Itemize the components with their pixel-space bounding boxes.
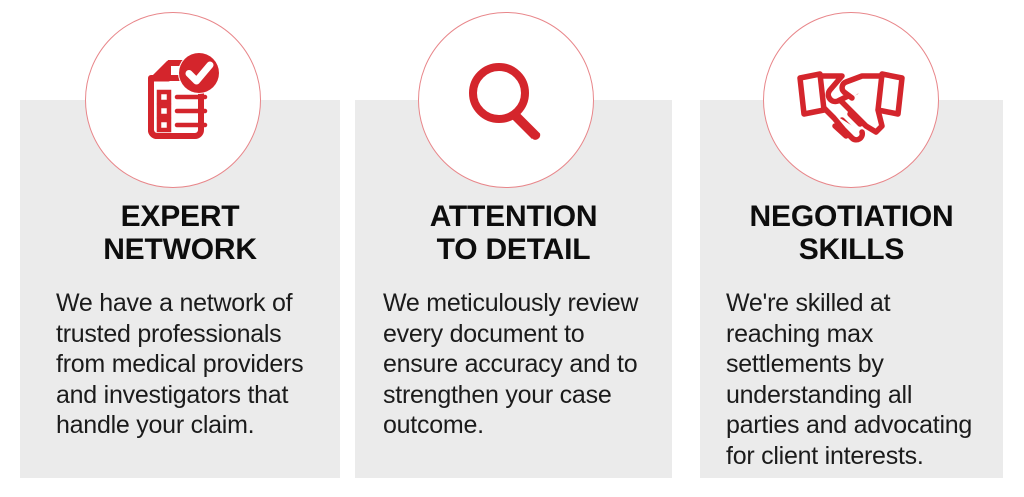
icon-medallion-attention-to-detail xyxy=(418,12,594,188)
card-content: NEGOTIATION SKILLS We're skilled at reac… xyxy=(700,200,1003,471)
card-title: ATTENTION TO DETAIL xyxy=(429,200,598,266)
icon-medallion-negotiation-skills xyxy=(763,12,939,188)
card-body-text: We have a network of trusted professiona… xyxy=(56,289,304,439)
handshake-icon xyxy=(790,48,912,152)
card-title: NEGOTIATION SKILLS xyxy=(749,200,954,266)
card-title: EXPERT NETWORK xyxy=(103,200,257,266)
magnifying-glass-icon xyxy=(454,48,558,152)
clipboard-checklist-icon xyxy=(121,48,225,152)
feature-card-attention-to-detail: ATTENTION TO DETAIL We meticulously revi… xyxy=(355,100,672,478)
card-body-text: We're skilled at reaching max settlement… xyxy=(726,289,973,470)
card-content: EXPERT NETWORK We have a network of trus… xyxy=(20,200,340,441)
card-body-text: We meticulously review every document to… xyxy=(383,289,639,439)
icon-medallion-expert-network xyxy=(85,12,261,188)
card-content: ATTENTION TO DETAIL We meticulously revi… xyxy=(355,200,672,441)
